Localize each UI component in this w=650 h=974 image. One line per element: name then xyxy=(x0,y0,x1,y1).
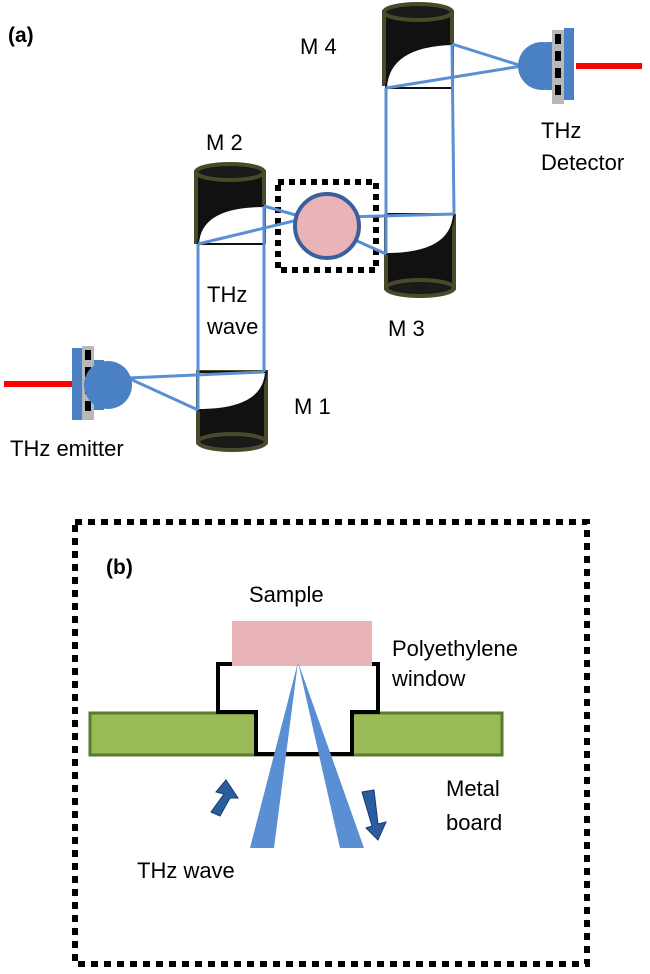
panel-a-label: (a) xyxy=(8,24,34,47)
incident-arrow-icon xyxy=(210,779,239,817)
sample-label: Sample xyxy=(249,582,324,607)
label-m4: M 4 xyxy=(300,34,337,59)
sample-region-box xyxy=(275,179,379,273)
board-label-line2: board xyxy=(446,810,502,835)
label-m2: M 2 xyxy=(206,130,243,155)
reflected-arrow-icon xyxy=(361,789,387,841)
emitter-label: THz emitter xyxy=(10,436,124,461)
window-label-line2: window xyxy=(391,666,465,691)
polyethylene-window xyxy=(216,662,380,756)
panel-b-wave-label: THz wave xyxy=(137,858,235,883)
panel-b-frame xyxy=(72,519,590,967)
thz-detector xyxy=(518,28,642,104)
thz-reflected-beam xyxy=(298,662,364,848)
window-label-line1: Polyethylene xyxy=(392,636,518,661)
mirror-m3 xyxy=(384,213,456,298)
sample-block xyxy=(232,621,372,666)
mirror-m4 xyxy=(382,2,454,89)
mirror-m1 xyxy=(196,370,268,452)
board-label-line1: Metal xyxy=(446,776,500,801)
detector-label-line2: Detector xyxy=(541,150,624,175)
detector-label-line1: THz xyxy=(541,118,581,143)
mirror-m2 xyxy=(194,162,266,245)
panel-b-label: (b) xyxy=(106,556,133,579)
thz-incident-beam xyxy=(250,662,298,848)
label-m3: M 3 xyxy=(388,316,425,341)
sample-circle xyxy=(293,192,361,260)
thz-emitter xyxy=(4,346,132,420)
label-m1: M 1 xyxy=(294,394,331,419)
wave-label-line2: wave xyxy=(206,314,258,339)
wave-label-line1: THz xyxy=(207,282,247,307)
